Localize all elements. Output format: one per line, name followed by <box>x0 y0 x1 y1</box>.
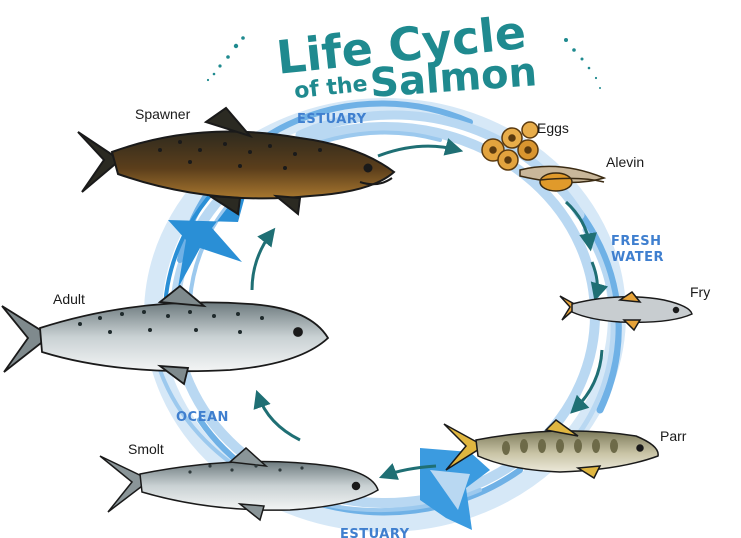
label-fresh: FRESH <box>611 234 662 249</box>
arrow-parr-to-smolt <box>378 463 437 480</box>
label-smolt: Smolt <box>128 441 164 457</box>
label-ocean: OCEAN <box>176 410 229 425</box>
alevin-illustration <box>519 165 607 192</box>
arrow-adult-to-spawner <box>250 227 276 291</box>
eggs-illustration <box>481 121 539 171</box>
adult-spots <box>78 310 264 334</box>
smolt-spots <box>188 464 304 474</box>
water-labels: ESTUARY FRESH WATER OCEAN ESTUARY <box>176 112 664 538</box>
label-water: WATER <box>611 250 664 265</box>
label-alevin: Alevin <box>606 154 644 170</box>
title-group: Life Cycle of the Salmon <box>206 5 601 107</box>
label-estuary-bottom: ESTUARY <box>340 527 410 538</box>
label-eggs: Eggs <box>537 120 569 136</box>
stage-labels: Spawner Eggs Alevin Fry Parr Smolt Adult <box>53 106 710 457</box>
arrow-spawner-to-eggs <box>377 138 464 158</box>
spawner-spots <box>158 140 322 170</box>
arrow-smolt-to-ocean <box>253 389 301 442</box>
arrow-freshwater-to-fry <box>590 261 609 302</box>
label-estuary-top: ESTUARY <box>297 112 367 127</box>
label-adult: Adult <box>53 291 85 307</box>
label-fry: Fry <box>690 284 710 300</box>
label-parr: Parr <box>660 428 687 444</box>
label-spawner: Spawner <box>135 106 191 122</box>
parr-marks <box>502 439 618 455</box>
cycle-arrows <box>250 138 609 480</box>
arrow-alevin-to-freshwater <box>564 200 597 252</box>
arrow-fry-to-parr <box>570 349 604 414</box>
fry-fish <box>559 290 693 332</box>
smolt-fish <box>99 446 379 522</box>
spawner-fish <box>77 106 396 216</box>
adult-fish <box>1 284 330 386</box>
title-splash-dots <box>206 36 601 89</box>
